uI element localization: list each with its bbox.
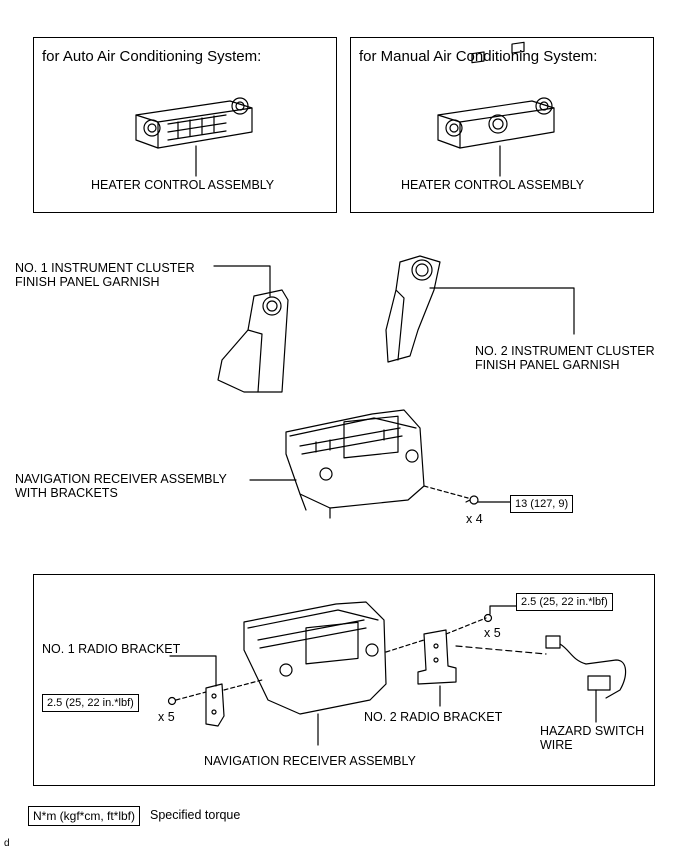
garnish-2-illustration <box>385 255 575 363</box>
bracket-right-quantity: x 5 <box>484 626 501 640</box>
auto-ac-title: for Auto Air Conditioning System: <box>42 48 262 65</box>
nav-bolt-quantity: x 4 <box>466 512 483 526</box>
garnish-1-illustration <box>213 265 289 393</box>
legend-symbol: N*m (kgf*cm, ft*lbf) <box>28 806 141 826</box>
nav-receiver-illustration <box>243 601 387 746</box>
heater-control-label-auto: HEATER CONTROL ASSEMBLY <box>91 178 275 192</box>
heater-control-label-manual: HEATER CONTROL ASSEMBLY <box>401 178 585 192</box>
nav-receiver-brackets-illustration <box>249 409 511 519</box>
radio-bracket-1-label: NO. 1 RADIO BRACKET <box>42 642 181 656</box>
disassembly-panel <box>33 574 655 786</box>
bracket-right-torque: 2.5 (25, 22 in.*lbf) <box>516 593 613 611</box>
nav-bolt-torque: 13 (127, 9) <box>510 495 574 513</box>
nav-bolt-icon <box>465 495 479 505</box>
hazard-wire-label-line2: WIRE <box>540 738 573 752</box>
hazard-wire-label-line1: HAZARD SWITCH <box>540 724 645 738</box>
bracket-left-torque: 2.5 (25, 22 in.*lbf) <box>42 694 139 712</box>
garnish-2-label-line1: NO. 2 INSTRUMENT CLUSTER <box>475 344 655 358</box>
manual-ac-title: for Manual Air Conditioning System: <box>359 48 598 65</box>
garnish-2-label-line2: FINISH PANEL GARNISH <box>475 358 620 372</box>
auto-ac-panel <box>33 37 337 213</box>
bracket-left-screw-icon <box>167 696 177 706</box>
hazard-switch-wire-illustration <box>455 635 627 723</box>
radio-bracket-2-illustration <box>385 605 517 707</box>
heater-control-auto-illustration <box>135 97 253 177</box>
manual-ac-panel <box>350 37 654 213</box>
heater-control-manual-illustration <box>437 41 555 177</box>
legend-text: Specified torque <box>150 808 241 822</box>
nav-brackets-label-line1: NAVIGATION RECEIVER ASSEMBLY <box>15 472 227 486</box>
garnish-1-label-line1: NO. 1 INSTRUMENT CLUSTER <box>15 261 195 275</box>
nav-assembly-label: NAVIGATION RECEIVER ASSEMBLY <box>204 754 416 768</box>
corner-mark: d <box>4 838 10 849</box>
bracket-left-quantity: x 5 <box>158 710 175 724</box>
garnish-1-label-line2: FINISH PANEL GARNISH <box>15 275 160 289</box>
bracket-right-screw-icon <box>483 613 493 623</box>
radio-bracket-2-label: NO. 2 RADIO BRACKET <box>364 710 503 724</box>
nav-brackets-label-line2: WITH BRACKETS <box>15 486 118 500</box>
radio-bracket-1-illustration <box>167 655 263 727</box>
